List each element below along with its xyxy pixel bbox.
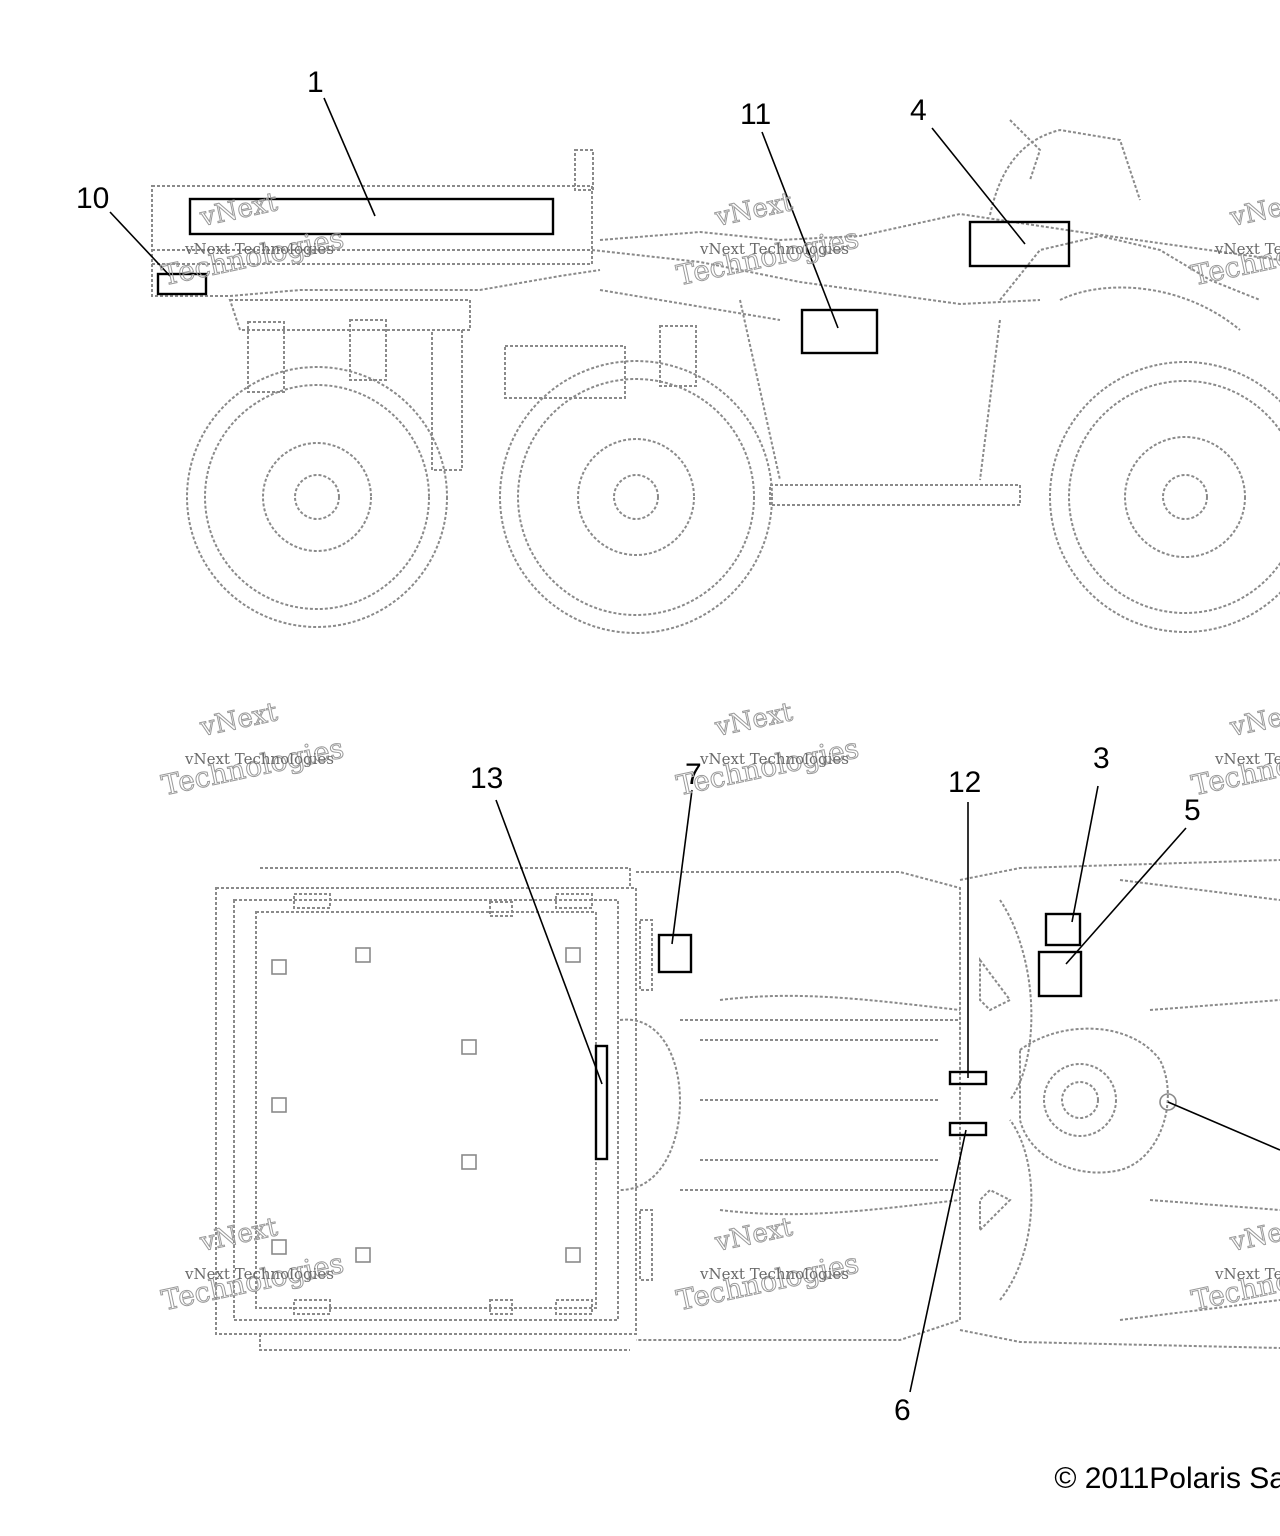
callout-12[interactable]: 12 (948, 766, 981, 799)
svg-text:vNext: vNext (712, 187, 796, 233)
svg-text:vNext: vNext (197, 697, 281, 743)
watermark-8: vNext Technologies vNext Technologies (673, 1212, 862, 1318)
callout-11[interactable]: 11 (740, 98, 771, 131)
leader-offpage (1167, 1101, 1280, 1151)
svg-text:vNext Technologies: vNext Technologies (184, 1265, 334, 1283)
side-front-wheel (1049, 361, 1280, 633)
svg-text:vNext: vNext (197, 1212, 281, 1258)
svg-text:vNext: vNext (1227, 187, 1280, 233)
leader-11 (761, 131, 839, 329)
side-view-drawing (151, 119, 1280, 634)
svg-text:vNext Technologies: vNext Technologies (699, 750, 849, 768)
leader-5 (1065, 827, 1187, 965)
watermark-5: vNext Technologies vNext Technologies (673, 697, 862, 803)
decal-5-front-large[interactable] (1037, 950, 1083, 998)
svg-text:vNext: vNext (1227, 697, 1280, 743)
callout-7[interactable]: 7 (685, 758, 702, 791)
leader-7 (671, 789, 693, 945)
svg-text:vNext: vNext (712, 697, 796, 743)
svg-text:vNext Technologies: vNext Technologies (1214, 750, 1280, 768)
decal-10-rear-box[interactable] (156, 272, 208, 296)
leader-1 (323, 97, 376, 217)
svg-text:vNext: vNext (197, 187, 281, 233)
watermark-9: vNext Technologies vNext Technologies (1188, 1212, 1280, 1318)
decal-1-cargo-box[interactable] (188, 197, 555, 236)
callout-1[interactable]: 1 (307, 66, 324, 99)
svg-text:vNext Technologies: vNext Technologies (184, 750, 334, 768)
watermark-6: vNext Technologies vNext Technologies (1188, 697, 1280, 803)
decal-4-fuel-tank[interactable] (968, 220, 1071, 268)
callout-3[interactable]: 3 (1093, 742, 1110, 775)
callout-4[interactable]: 4 (910, 94, 927, 127)
leader-4 (931, 127, 1026, 245)
watermark-4: vNext Technologies vNext Technologies (158, 697, 347, 803)
side-middle-wheel (499, 360, 773, 634)
svg-text:vNext: vNext (1227, 1212, 1280, 1258)
decal-3-front-small[interactable] (1044, 912, 1082, 947)
svg-text:vNext Technologies: vNext Technologies (1214, 1265, 1280, 1283)
callout-5[interactable]: 5 (1184, 794, 1201, 827)
leader-13 (495, 799, 603, 1085)
svg-text:vNext Technologies: vNext Technologies (184, 240, 334, 258)
decal-7-fender[interactable] (657, 933, 693, 974)
decal-6-lower-strip[interactable] (948, 1121, 988, 1137)
svg-text:vNext: vNext (712, 1212, 796, 1258)
watermark-7: vNext Technologies vNext Technologies (158, 1212, 347, 1318)
leader-10 (109, 211, 171, 277)
callout-10[interactable]: 10 (76, 182, 109, 215)
decal-11-side-panel[interactable] (800, 308, 879, 355)
side-rear-wheel (186, 366, 448, 628)
leader-6 (909, 1129, 967, 1393)
decal-13-bed-divider[interactable] (594, 1044, 609, 1161)
callout-13[interactable]: 13 (470, 762, 503, 795)
svg-text:vNext Technologies: vNext Technologies (1214, 240, 1280, 258)
leader-3 (1071, 785, 1099, 923)
copyright-notice: © 2011Polaris Sa (1054, 1462, 1280, 1495)
watermark-3: vNext Technologies vNext Technologies (1188, 187, 1280, 293)
svg-text:vNext Technologies: vNext Technologies (699, 240, 849, 258)
svg-text:vNext Technologies: vNext Technologies (699, 1265, 849, 1283)
watermark-2: vNext Technologies vNext Technologies (673, 187, 862, 293)
callout-6[interactable]: 6 (894, 1394, 911, 1427)
